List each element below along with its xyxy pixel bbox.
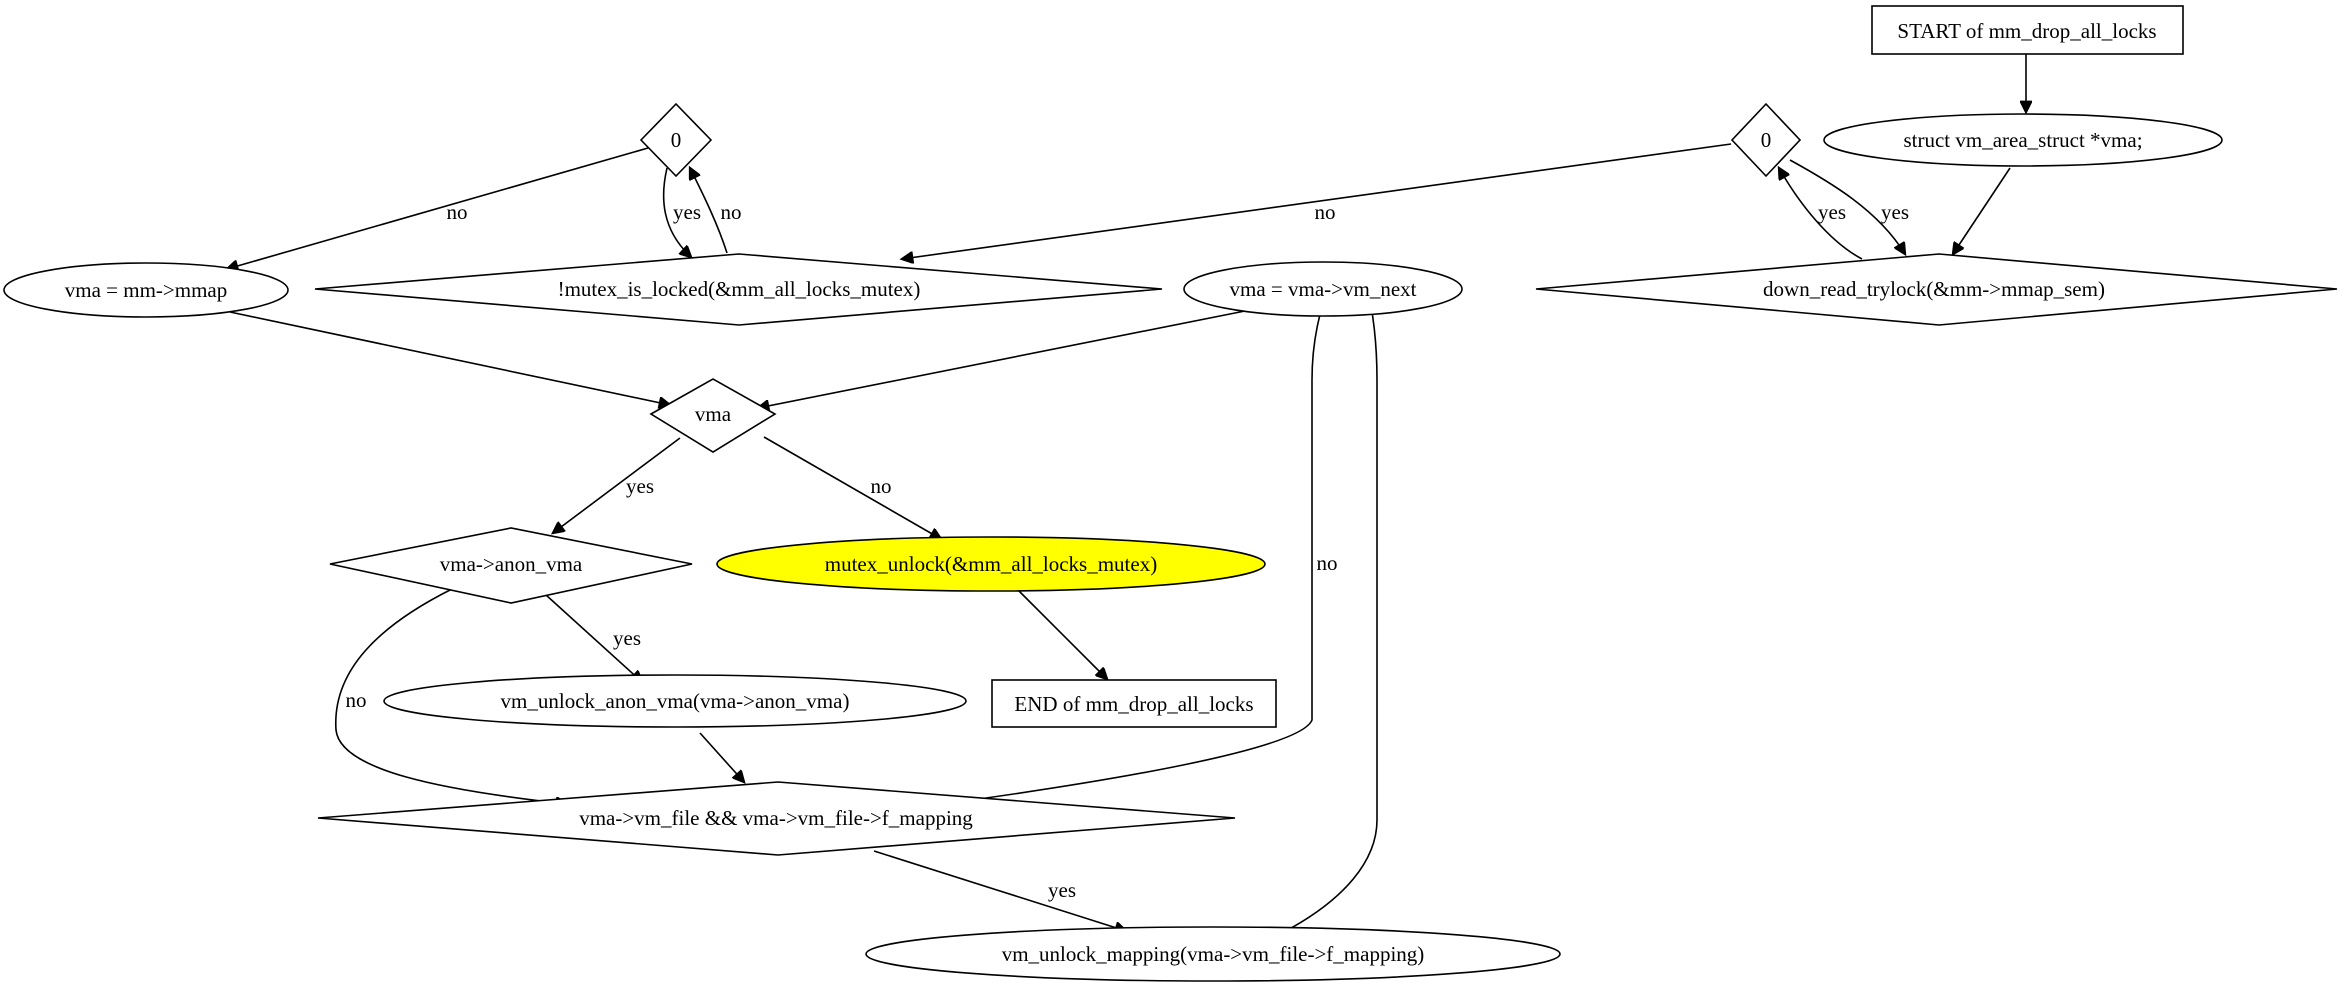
- svg-text:vma->vm_file && vma->vm_file->: vma->vm_file && vma->vm_file->f_mapping: [579, 806, 973, 830]
- edge-zero-right-to-mutex: [902, 143, 1732, 259]
- edge-trylock-to-zero-right: [1789, 159, 1905, 254]
- edge-file-to-next: [971, 282, 1330, 801]
- node-vma-mmap: vma = mm->mmap: [3, 262, 289, 318]
- svg-text:0: 0: [671, 128, 682, 152]
- svg-text:down_read_trylock(&mm->mmap_se: down_read_trylock(&mm->mmap_sem): [1763, 277, 2105, 301]
- label-zero-left-to-mutex: yes: [673, 200, 701, 224]
- label-file-to-mapping: yes: [1048, 878, 1076, 902]
- node-mutex-unlock: mutex_unlock(&mm_all_locks_mutex): [716, 536, 1266, 592]
- node-start: START of mm_drop_all_locks: [1871, 5, 2184, 55]
- svg-text:vm_unlock_mapping(vma->vm_file: vm_unlock_mapping(vma->vm_file->f_mappin…: [1002, 942, 1425, 966]
- svg-text:0: 0: [1761, 128, 1772, 152]
- svg-text:mutex_unlock(&mm_all_locks_mut: mutex_unlock(&mm_all_locks_mutex): [825, 552, 1157, 576]
- label-file-to-next: no: [1317, 551, 1338, 575]
- edge-anon-to-file: [335, 588, 567, 804]
- node-mutex-locked: !mutex_is_locked(&mm_all_locks_mutex): [314, 253, 1163, 326]
- edge-decl-to-trylock: [1953, 167, 2011, 254]
- svg-text:vma: vma: [695, 402, 732, 426]
- label-vma-to-anon: yes: [626, 474, 654, 498]
- node-file-test: vma->vm_file && vma->vm_file->f_mapping: [317, 781, 1236, 856]
- edge-vma-to-unlock: [763, 436, 941, 539]
- svg-text:END of mm_drop_all_locks: END of mm_drop_all_locks: [1014, 692, 1253, 716]
- edge-file-to-mapping: [873, 850, 1126, 931]
- svg-text:struct vm_area_struct *vma;: struct vm_area_struct *vma;: [1903, 128, 2142, 152]
- node-decl: struct vm_area_struct *vma;: [1823, 113, 2223, 167]
- edge-labels: yes yes no no yes no yes no yes no no ye…: [346, 200, 1910, 902]
- node-end: END of mm_drop_all_locks: [991, 679, 1277, 728]
- node-zero-left: 0: [639, 102, 713, 178]
- label-anon-to-file: no: [346, 688, 367, 712]
- label-mutex-to-zero-left: no: [721, 200, 742, 224]
- edge-unlock-to-end: [1017, 589, 1107, 679]
- edge-anon-to-unlock-anon: [545, 594, 642, 682]
- svg-text:vma = mm->mmap: vma = mm->mmap: [65, 278, 228, 302]
- node-zero-right: 0: [1730, 102, 1802, 178]
- svg-text:START of mm_drop_all_locks: START of mm_drop_all_locks: [1897, 19, 2156, 43]
- label-anon-to-unlock-anon: yes: [613, 626, 641, 650]
- node-anon-test: vma->anon_vma: [329, 527, 693, 604]
- label-zero-left-to-mmap: no: [447, 200, 468, 224]
- edge-mapping-to-next: [1281, 282, 1378, 934]
- edge-zero-right-to-trylock: [1779, 168, 1863, 260]
- label-zero-right-to-mutex: no: [1315, 200, 1336, 224]
- edge-unlock-anon-to-file: [699, 732, 744, 782]
- label-zero-right-to-trylock: yes: [1818, 200, 1846, 224]
- edge-mutex-to-zero-left: [690, 168, 728, 254]
- edge-zero-left-to-mmap: [227, 147, 649, 269]
- svg-text:vm_unlock_anon_vma(vma->anon_v: vm_unlock_anon_vma(vma->anon_vma): [501, 689, 850, 713]
- edge-vma-to-anon: [553, 437, 681, 533]
- node-vma-next: vma = vma->vm_next: [1183, 261, 1463, 317]
- edge-next-to-vma: [758, 309, 1251, 408]
- edges: [227, 54, 2026, 933]
- edge-mmap-to-vma: [229, 311, 670, 405]
- node-trylock: down_read_trylock(&mm->mmap_sem): [1535, 253, 2338, 326]
- label-vma-to-unlock: no: [871, 474, 892, 498]
- node-unlock-mapping: vm_unlock_mapping(vma->vm_file->f_mappin…: [865, 926, 1561, 982]
- node-vma-test: vma: [649, 378, 777, 453]
- edge-zero-left-to-mutex: [662, 167, 691, 257]
- svg-text:!mutex_is_locked(&mm_all_locks: !mutex_is_locked(&mm_all_locks_mutex): [558, 277, 921, 301]
- label-trylock-to-zero-right: yes: [1881, 200, 1909, 224]
- svg-text:vma = vma->vm_next: vma = vma->vm_next: [1230, 277, 1417, 301]
- svg-text:vma->anon_vma: vma->anon_vma: [440, 552, 583, 576]
- node-unlock-anon: vm_unlock_anon_vma(vma->anon_vma): [383, 674, 967, 728]
